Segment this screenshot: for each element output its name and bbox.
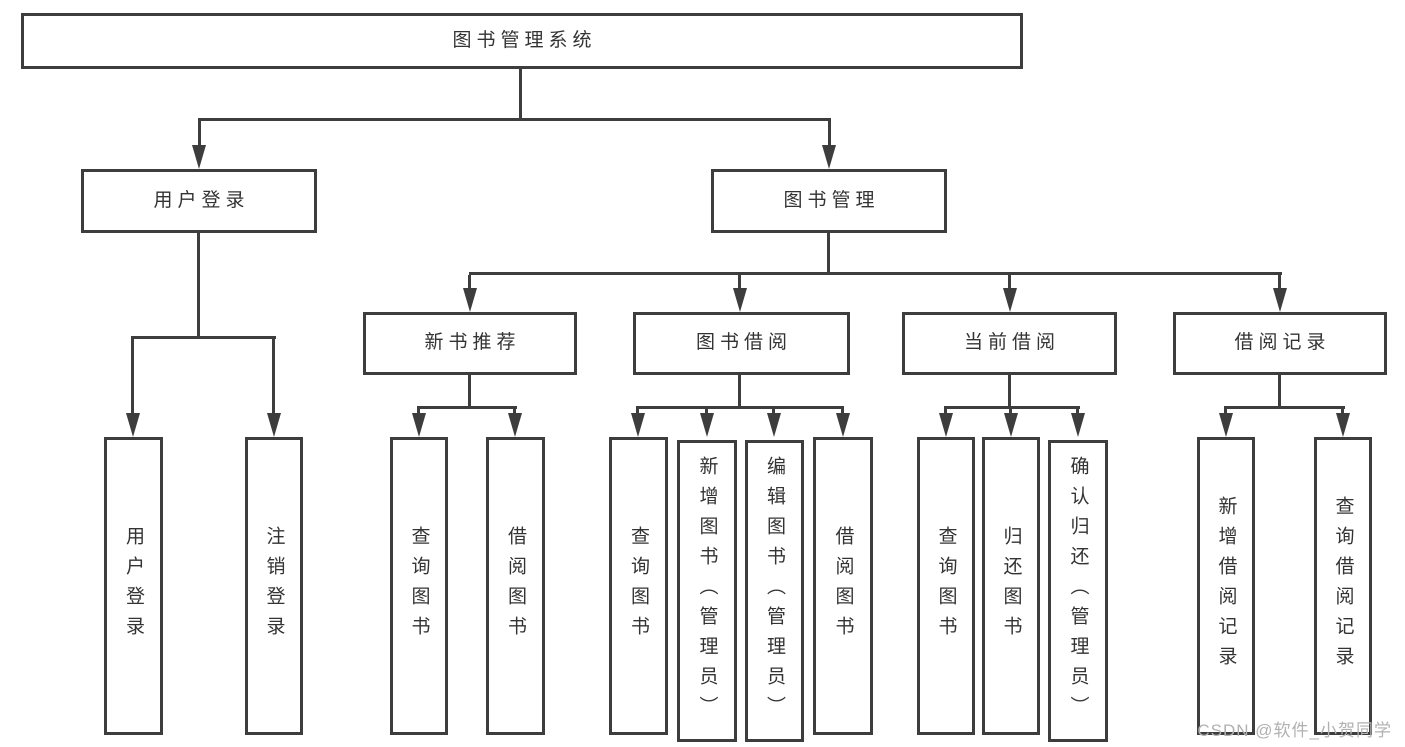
arrowhead-icon: [1273, 288, 1287, 312]
arrowhead-icon: [700, 413, 714, 437]
leaf-borrow-query-books: 查询图书: [609, 437, 668, 735]
connector-line: [417, 409, 420, 415]
connector-line: [1224, 406, 1345, 409]
arrowhead-icon: [767, 413, 781, 437]
connector-line: [1009, 409, 1012, 415]
connector-line: [1076, 409, 1079, 415]
leaf-current-query-books-label: 查询图书: [935, 526, 957, 646]
connector-line: [468, 375, 471, 406]
leaf-add-borrow-record: 新增借阅记录: [1197, 437, 1255, 735]
connector-line: [828, 121, 831, 146]
leaf-query-borrow-record: 查询借阅记录: [1314, 437, 1372, 735]
connector-line: [198, 121, 201, 146]
connector-line: [1278, 375, 1281, 406]
arrowhead-icon: [1219, 413, 1233, 437]
leaf-return-book-label: 归还图书: [1000, 526, 1022, 646]
node-book-borrowing: 图书借阅: [633, 312, 850, 375]
connector-line: [944, 406, 1080, 409]
arrowhead-icon: [822, 145, 836, 169]
leaf-recommend-query-books-label: 查询图书: [408, 526, 430, 646]
connector-line: [772, 409, 775, 415]
node-root-label: 图书管理系统: [452, 29, 597, 51]
arrowhead-icon: [463, 288, 477, 312]
arrowhead-icon: [267, 413, 281, 437]
connector-line: [944, 409, 947, 415]
connector-line: [513, 409, 516, 415]
connector-line: [198, 118, 831, 121]
connector-line: [519, 69, 522, 118]
leaf-borrow-book-label: 借阅图书: [832, 526, 854, 646]
node-borrowing-records: 借阅记录: [1173, 312, 1387, 375]
connector-line: [705, 409, 708, 415]
connector-line: [468, 275, 471, 289]
connector-line: [417, 406, 517, 409]
node-root: 图书管理系统: [21, 13, 1023, 69]
leaf-edit-book-admin-label: 编辑图书（管理员）: [764, 456, 785, 726]
connector-line: [131, 336, 276, 339]
node-new-book-recommendation-label: 新书推荐: [424, 332, 521, 354]
node-book-management: 图书管理: [711, 169, 947, 233]
connector-line: [1224, 409, 1227, 415]
connector-line: [738, 275, 741, 289]
arrowhead-icon: [631, 413, 645, 437]
arrowhead-icon: [939, 413, 953, 437]
node-user-login: 用户登录: [81, 169, 317, 233]
arrowhead-icon: [1003, 288, 1017, 312]
connector-line: [841, 409, 844, 415]
connector-line: [197, 233, 200, 336]
connector-line: [738, 375, 741, 406]
leaf-logout-label: 注销登录: [263, 526, 285, 646]
arrowhead-icon: [733, 288, 747, 312]
leaf-recommend-borrow-books-label: 借阅图书: [505, 526, 526, 646]
connector-line: [827, 233, 830, 272]
node-book-management-label: 图书管理: [783, 189, 880, 211]
leaf-recommend-borrow-books: 借阅图书: [486, 437, 545, 735]
leaf-add-book-admin: 新增图书（管理员）: [677, 440, 737, 742]
leaf-confirm-return-admin-label: 确认归还（管理员）: [1067, 456, 1089, 726]
connector-line: [469, 272, 1282, 275]
watermark: CSDN @软件_小贺同学: [1197, 721, 1392, 740]
node-new-book-recommendation: 新书推荐: [363, 312, 577, 375]
connector-line: [1008, 275, 1011, 289]
leaf-current-query-books: 查询图书: [917, 437, 975, 735]
node-borrowing-records-label: 借阅记录: [1234, 332, 1331, 354]
leaf-borrow-book: 借阅图书: [813, 437, 873, 735]
connector-line: [131, 339, 134, 414]
leaf-borrow-query-books-label: 查询图书: [628, 526, 649, 646]
leaf-add-book-admin-label: 新增图书（管理员）: [696, 456, 718, 726]
leaf-user-login-label: 用户登录: [123, 526, 144, 646]
leaf-confirm-return-admin: 确认归还（管理员）: [1048, 440, 1108, 742]
arrowhead-icon: [1336, 413, 1350, 437]
arrowhead-icon: [508, 413, 522, 437]
arrowhead-icon: [412, 413, 426, 437]
arrowhead-icon: [192, 145, 206, 169]
leaf-user-login: 用户登录: [104, 437, 163, 735]
node-current-borrowing-label: 当前借阅: [963, 332, 1060, 354]
node-current-borrowing: 当前借阅: [902, 312, 1117, 375]
arrowhead-icon: [1071, 413, 1085, 437]
connector-line: [636, 409, 639, 415]
connector-line: [1341, 409, 1344, 415]
node-book-borrowing-label: 图书借阅: [695, 332, 792, 354]
connector-line: [272, 339, 275, 414]
connector-line: [1278, 275, 1281, 289]
connector-line: [636, 406, 844, 409]
arrowhead-icon: [836, 413, 850, 437]
leaf-query-borrow-record-label: 查询借阅记录: [1332, 496, 1354, 676]
leaf-recommend-query-books: 查询图书: [390, 437, 448, 735]
arrowhead-icon: [126, 413, 140, 437]
connector-line: [1008, 375, 1011, 406]
leaf-logout: 注销登录: [245, 437, 303, 735]
node-user-login-label: 用户登录: [153, 189, 250, 211]
arrowhead-icon: [1004, 413, 1018, 437]
leaf-add-borrow-record-label: 新增借阅记录: [1215, 496, 1237, 676]
leaf-edit-book-admin: 编辑图书（管理员）: [745, 440, 804, 742]
leaf-return-book: 归还图书: [982, 437, 1040, 735]
